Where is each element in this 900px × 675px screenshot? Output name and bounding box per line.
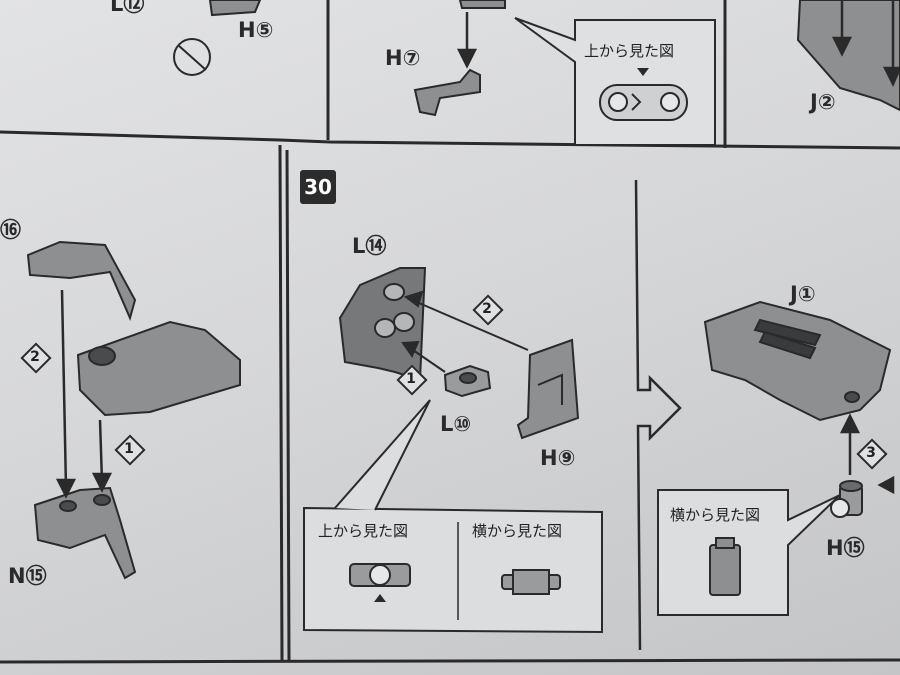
- order-mark-center-2: 2: [474, 296, 500, 322]
- part-h9: [516, 338, 580, 440]
- label-l12: L⑫: [110, 0, 145, 16]
- label-l14: L⑭: [352, 234, 387, 258]
- step-number: 30: [300, 170, 336, 204]
- part-block: [76, 320, 241, 417]
- label-h5: H⑤: [238, 18, 274, 42]
- label-h7: H⑦: [385, 46, 421, 70]
- order-mark-right-3: 3: [858, 440, 884, 466]
- part-n15: [33, 486, 137, 580]
- callout-side-view-right: 横から見た図: [670, 506, 761, 524]
- label-j1: J①: [790, 282, 816, 306]
- part-j1: [703, 300, 892, 422]
- label-j2: J②: [810, 90, 836, 114]
- label-16: ⑯: [0, 218, 21, 242]
- callout-top-view-center: 上から見た図: [318, 522, 409, 540]
- label-h9: H⑨: [540, 446, 576, 470]
- part-16: [26, 240, 137, 321]
- label-l10: L⑩: [440, 412, 472, 436]
- part-l10: [443, 364, 492, 398]
- order-mark-left-2: 2: [22, 344, 48, 370]
- callout-top-view-top: 上から見た図: [584, 42, 675, 60]
- label-n15: N⑮: [8, 564, 47, 588]
- label-h15: H⑮: [826, 536, 865, 560]
- order-mark-left-1: 1: [116, 436, 142, 462]
- callout-side-view-center: 横から見た図: [472, 522, 563, 540]
- order-mark-center-1: 1: [398, 366, 424, 392]
- part-l14: [338, 267, 427, 382]
- part-h15: [830, 480, 863, 518]
